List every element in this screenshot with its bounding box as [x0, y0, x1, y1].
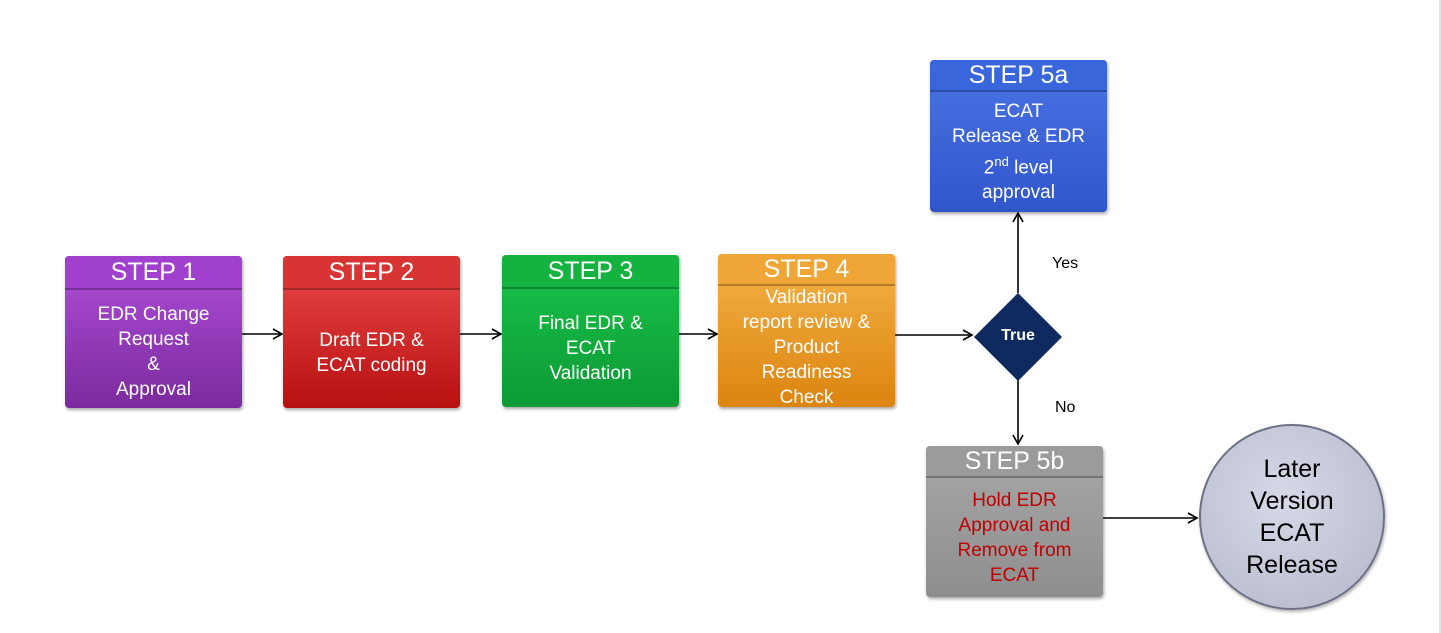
decision-diamond	[974, 293, 1062, 381]
step-5a-box: STEP 5a ECAT Release & EDR 2nd level app…	[930, 60, 1107, 212]
step-2-line: Draft EDR &	[319, 330, 424, 351]
step-5a-title: STEP 5a	[930, 60, 1107, 92]
step-4-text: Validation report review & Product Readi…	[718, 286, 895, 407]
later-version-release-node: Later Version ECAT Release	[1199, 424, 1385, 610]
step-4-line: Check	[779, 387, 834, 407]
step-5a-level-text: level	[1008, 157, 1054, 179]
step-5b-line: Approval and	[958, 514, 1071, 536]
step-1-line: Approval	[115, 379, 191, 400]
step-3-box: STEP 3 Final EDR & ECAT Validation	[502, 255, 679, 407]
end-node-line: ECAT	[1259, 519, 1325, 547]
step-5b-line: ECAT	[989, 564, 1040, 586]
step-5b-box: STEP 5b Hold EDR Approval and Remove fro…	[926, 446, 1103, 597]
step-5a-ordinal-suffix: nd	[994, 153, 1009, 169]
step-3-text: Final EDR & ECAT Validation	[502, 289, 679, 407]
step-2-title: STEP 2	[283, 256, 460, 290]
step-4-box: STEP 4 Validation report review & Produc…	[718, 254, 895, 407]
step-3-line: ECAT	[565, 337, 616, 359]
step-5b-line: Hold EDR	[972, 489, 1057, 511]
step-4-line: Validation	[765, 287, 848, 308]
step-1-text: EDR Change Request & Approval	[65, 290, 242, 408]
step-3-line: Validation	[549, 362, 632, 384]
step-5a-line: approval	[982, 182, 1055, 204]
step-4-line: Readiness	[761, 362, 852, 383]
step-4-line: report review &	[742, 312, 871, 333]
page-edge-divider	[1439, 0, 1441, 633]
step-1-box: STEP 1 EDR Change Request & Approval	[65, 256, 242, 408]
no-branch-label: No	[1055, 399, 1076, 416]
step-5a-text: ECAT Release & EDR 2nd level approval	[930, 92, 1107, 212]
end-node-line: Release	[1246, 551, 1338, 579]
end-node-line: Later	[1263, 455, 1321, 483]
step-2-text: Draft EDR & ECAT coding	[283, 290, 460, 408]
step-5b-text: Hold EDR Approval and Remove from ECAT	[926, 478, 1103, 597]
step-3-title: STEP 3	[502, 255, 679, 289]
step-5a-line: ECAT	[993, 100, 1044, 122]
step-4-title: STEP 4	[718, 254, 895, 286]
step-5a-ordinal: 2	[983, 157, 995, 179]
step-5a-level-line: 2nd level	[952, 149, 1085, 180]
step-1-line: Request	[118, 329, 189, 350]
step-4-line: Product	[773, 337, 840, 358]
step-2-line: ECAT coding	[316, 355, 427, 376]
end-node-line: Version	[1250, 487, 1334, 515]
step-2-box: STEP 2 Draft EDR & ECAT coding	[283, 256, 460, 408]
step-5a-line: Release & EDR	[951, 125, 1086, 147]
step-1-line: &	[147, 354, 160, 375]
step-5b-line: Remove from	[957, 539, 1072, 561]
step-3-line: Final EDR &	[538, 312, 643, 334]
decision-label: True	[1001, 327, 1035, 344]
step-1-title: STEP 1	[65, 256, 242, 290]
step-5b-title: STEP 5b	[926, 446, 1103, 478]
yes-branch-label: Yes	[1052, 255, 1079, 272]
step-1-line: EDR Change	[97, 304, 210, 325]
